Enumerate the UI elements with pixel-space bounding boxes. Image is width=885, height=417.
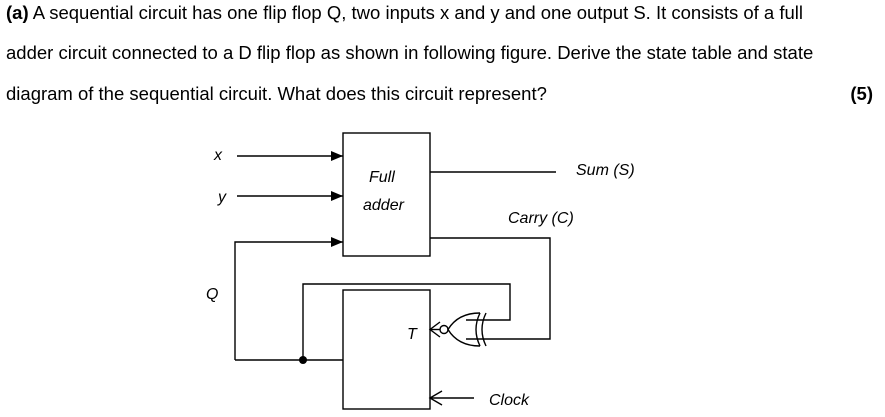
wire-carry (430, 237, 551, 340)
question-line-2: adder circuit connected to a D flip flop… (6, 42, 814, 63)
xor-back-curve (481, 312, 487, 347)
question-label: (a) (6, 2, 29, 23)
xor-output-bubble (439, 324, 449, 335)
wire-q-feedback (234, 241, 343, 360)
wire-q-to-xor (302, 283, 511, 360)
label-q: Q (206, 286, 218, 303)
label-carry: Carry (C) (508, 210, 574, 227)
label-t: T (407, 326, 418, 343)
label-clock: Clock (489, 392, 530, 409)
question-line-3: diagram of the sequential circuit. What … (6, 83, 547, 104)
full-adder-label-1: Full (369, 169, 395, 186)
xor-gate-body (447, 312, 481, 347)
label-x: x (213, 147, 223, 164)
question-text-1: A sequential circuit has one flip flop Q… (28, 2, 803, 23)
xor-input-curve (475, 312, 481, 347)
label-y: y (217, 189, 227, 206)
arrow-y (331, 191, 343, 201)
q-junction-dot (299, 356, 307, 364)
full-adder-label-2: adder (363, 197, 405, 214)
arrow-x (331, 151, 343, 161)
flip-flop-block (342, 289, 431, 410)
t-input-arrow (428, 321, 441, 338)
question-marks: (5) (850, 83, 873, 104)
clock-triangle (428, 390, 443, 406)
label-sum: Sum (S) (576, 162, 635, 179)
full-adder-block (342, 132, 431, 257)
arrow-q (331, 237, 343, 247)
question-line-1: (a) A sequential circuit has one flip fl… (6, 2, 803, 24)
